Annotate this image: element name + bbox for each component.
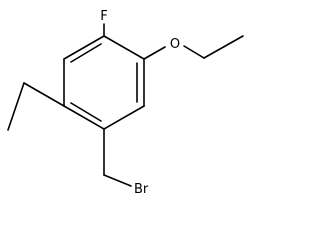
ring-double-bond-c4-c5: [70, 102, 102, 122]
ring-bond-c4-c5: [63, 105, 105, 130]
ring-double-bond-c1-c6: [70, 43, 102, 63]
oxygen-label: O: [170, 37, 180, 52]
ring-bond-c3-c4: [103, 105, 145, 130]
bond-c5-ethyl-ch2: [23, 82, 65, 107]
benzene-ring: [63, 35, 145, 130]
fluorine-label: F: [100, 9, 107, 24]
bond-ch2-bromine: [103, 174, 132, 187]
chemical-structure-diagram: F O Br: [7, 9, 244, 197]
bond-oxygen-ch2: [183, 45, 205, 59]
bond-c2-oxygen: [143, 46, 166, 60]
ring-bond-c6-c1: [63, 35, 105, 60]
ring-bond-c1-c2: [103, 35, 145, 60]
bond-ethoxy-ch2-ch3: [203, 35, 244, 59]
bromine-label: Br: [134, 182, 149, 197]
bond-ethyl-ch2-ch3: [7, 82, 25, 131]
